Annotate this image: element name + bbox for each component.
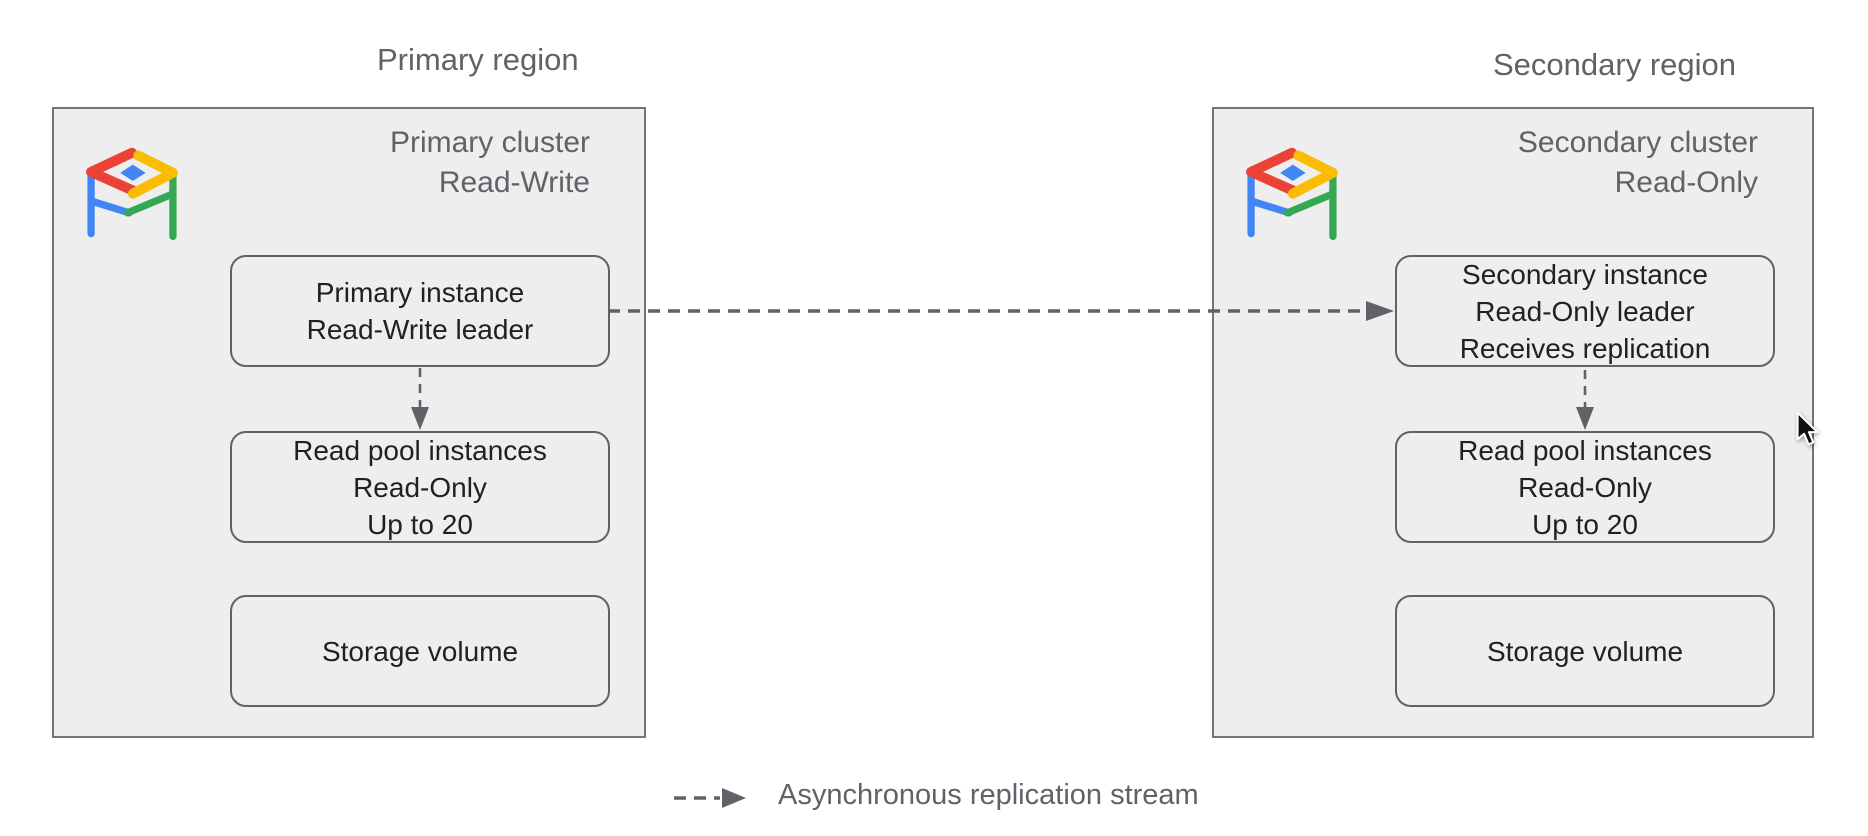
primary-cluster-container: Primary cluster Read-Write Primary insta… xyxy=(52,107,646,738)
secondary-read-pool-line1: Read pool instances xyxy=(1458,434,1712,466)
legend: Asynchronous replication stream xyxy=(672,779,1199,812)
legend-dashed-arrow-icon xyxy=(674,787,746,808)
mouse-cursor-icon xyxy=(1796,411,1819,446)
alloydb-icon xyxy=(76,131,188,241)
primary-cluster-title-line1: Primary cluster xyxy=(389,126,590,159)
secondary-read-pool-line2: Read-Only xyxy=(1518,471,1652,503)
primary-storage-volume-box: Storage volume xyxy=(230,595,610,707)
primary-read-pool-line1: Read pool instances xyxy=(293,434,547,466)
secondary-instance-line3: Receives replication xyxy=(1459,332,1711,364)
primary-cluster-title: Primary cluster Read-Write xyxy=(390,123,590,203)
primary-read-pool-line3: Up to 20 xyxy=(367,508,473,540)
primary-read-pool-box: Read pool instances Read-Only Up to 20 xyxy=(230,431,610,543)
primary-instance-line1: Primary instance xyxy=(315,277,525,308)
secondary-instance-line2: Read-Only leader xyxy=(1475,295,1695,327)
primary-region-label: Primary region xyxy=(377,42,579,77)
secondary-read-pool-line3: Up to 20 xyxy=(1532,508,1638,540)
secondary-cluster-title: Secondary cluster Read-Only xyxy=(1518,123,1758,203)
async-replication-arrow xyxy=(608,301,1394,321)
primary-instance-line2: Read-Write leader xyxy=(306,314,534,345)
primary-storage-label: Storage volume xyxy=(321,635,519,667)
secondary-region-label: Secondary region xyxy=(1493,47,1736,82)
secondary-cluster-title-line2: Read-Only xyxy=(1614,166,1758,199)
arrow-secondary-instance-to-read-pool xyxy=(1576,370,1594,430)
secondary-storage-volume-box: Storage volume xyxy=(1395,595,1775,707)
arrow-primary-instance-to-read-pool xyxy=(411,368,429,430)
secondary-cluster-container: Secondary cluster Read-Only Secondary in… xyxy=(1212,107,1814,738)
primary-cluster-title-line2: Read-Write xyxy=(438,166,590,199)
alloydb-icon xyxy=(1236,131,1348,241)
secondary-instance-box: Secondary instance Read-Only leader Rece… xyxy=(1395,255,1775,367)
legend-label: Asynchronous replication stream xyxy=(778,779,1199,811)
secondary-read-pool-box: Read pool instances Read-Only Up to 20 xyxy=(1395,431,1775,543)
secondary-storage-label: Storage volume xyxy=(1486,635,1684,667)
secondary-cluster-title-line1: Secondary cluster xyxy=(1517,126,1758,159)
primary-read-pool-line2: Read-Only xyxy=(353,471,487,503)
secondary-instance-line1: Secondary instance xyxy=(1462,258,1708,290)
primary-instance-box: Primary instance Read-Write leader xyxy=(230,255,610,367)
